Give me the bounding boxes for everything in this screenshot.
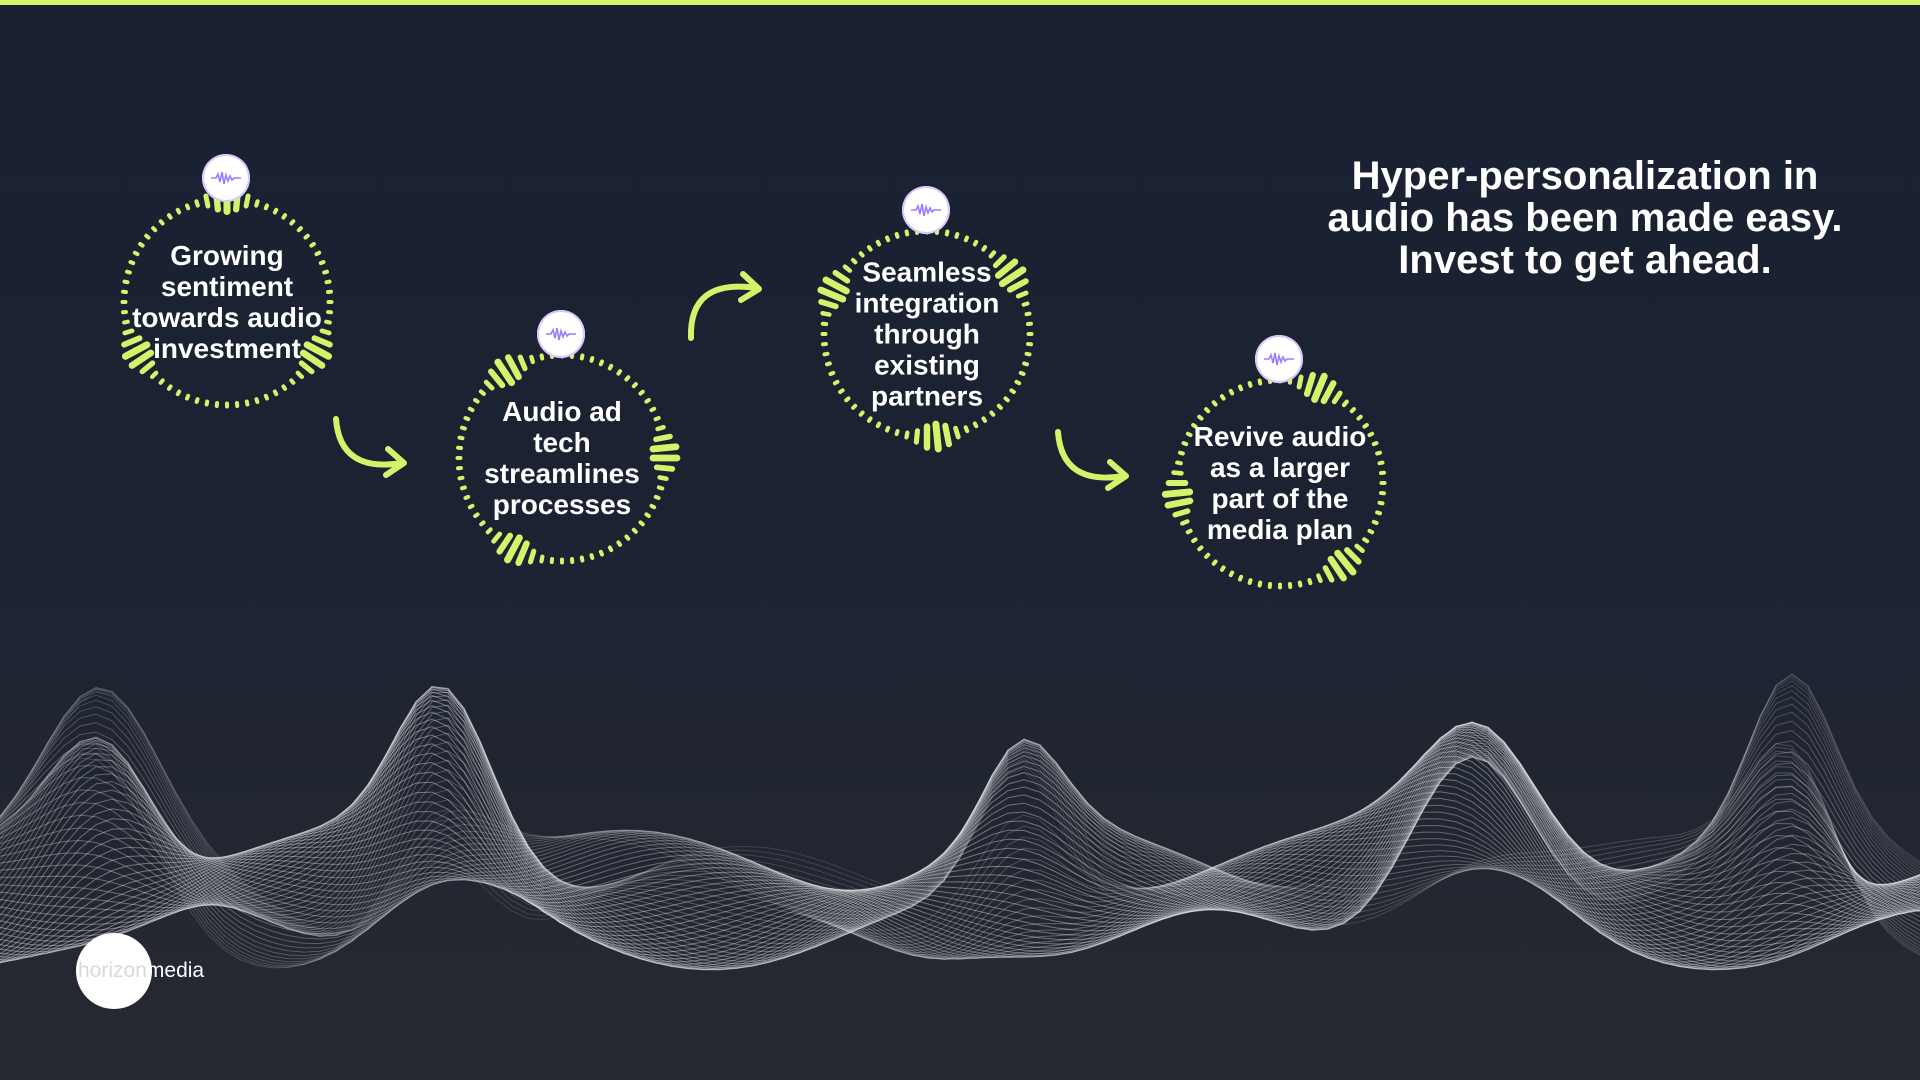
step-label-line: Audio ad <box>502 396 622 427</box>
step-revive-audio: Revive audio as a larger part of the med… <box>1160 335 1400 603</box>
logo-word-media: media <box>146 959 205 982</box>
sound-wave-icon <box>537 310 585 358</box>
step-label-line: through <box>874 318 980 350</box>
headline: Hyper-personalization in audio has been … <box>1300 155 1870 281</box>
curved-arrow-icon <box>1055 429 1129 491</box>
sound-wave-icon <box>202 154 250 202</box>
logo-wordmark: horizonmedia <box>78 959 204 983</box>
step-label-line: integration <box>854 287 1000 319</box>
top-accent-bar <box>0 0 1920 5</box>
step-label: Seamless integration through existing pa… <box>827 257 1027 412</box>
dotted-ring <box>455 351 681 566</box>
curved-arrow-icon <box>333 416 407 478</box>
step-audio-ad-tech: Audio ad tech streamlines processes <box>442 310 682 578</box>
step-label-line: sentiment <box>160 271 294 302</box>
logo-circle <box>76 933 152 1009</box>
curved-arrow-icon <box>687 271 762 341</box>
step-label-line: Growing <box>170 240 284 271</box>
step-label-line: processes <box>492 489 632 520</box>
step-label-line: investment <box>153 333 301 364</box>
sound-wave-icon <box>902 186 950 234</box>
step-label: Revive audio as a larger part of the med… <box>1180 421 1380 545</box>
headline-line-1: Hyper-personalization in <box>1351 154 1819 198</box>
step-label-line: as a larger <box>1209 452 1351 483</box>
step-label-line: part of the <box>1211 483 1349 514</box>
step-label-line: partners <box>870 380 984 412</box>
step-label-line: existing <box>874 349 980 381</box>
headline-line-2: audio has been made easy. <box>1327 196 1843 240</box>
step-label: Growing sentiment towards audio investme… <box>127 240 327 364</box>
step-label-line: streamlines <box>484 458 640 489</box>
logo-word-horizon: horizon <box>78 959 147 982</box>
step-label-line: media plan <box>1206 514 1354 545</box>
step-seamless-integration: Seamless integration through existing pa… <box>807 186 1047 454</box>
step-label-line: Revive audio <box>1193 421 1367 452</box>
step-label-line: tech <box>533 427 591 458</box>
step-growing-sentiment: Growing sentiment towards audio investme… <box>107 154 347 422</box>
step-label: Audio ad tech streamlines processes <box>462 396 662 520</box>
sound-wave-icon <box>1255 335 1303 383</box>
headline-line-3: Invest to get ahead. <box>1398 238 1772 282</box>
step-label-line: towards audio <box>132 302 322 333</box>
step-label-line: Seamless <box>862 256 992 288</box>
